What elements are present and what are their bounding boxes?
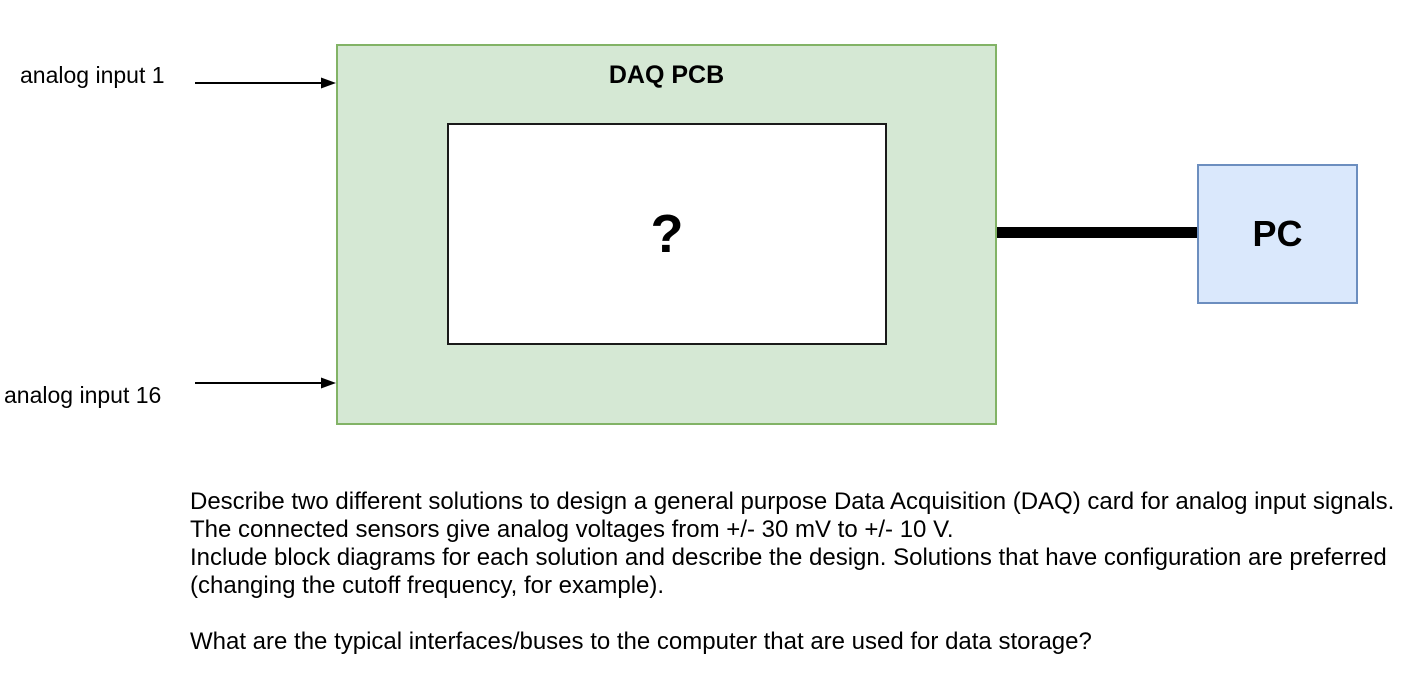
interfaces-question-line: What are the typical interfaces/buses to…	[190, 628, 1092, 655]
analog-input-16-label: analog input 16	[4, 382, 162, 408]
task-text-line: Include block diagrams for each solution…	[190, 544, 1387, 571]
task-text-line: The connected sensors give analog voltag…	[190, 516, 954, 543]
question-mark-symbol: ?	[650, 204, 684, 264]
task-text-line: (changing the cutoff frequency, for exam…	[190, 572, 665, 599]
paragraph-spacer	[190, 600, 1415, 628]
task-description-text: Describe two different solutions to desi…	[190, 488, 1415, 656]
unknown-block-box: ?	[447, 123, 887, 345]
pc-box: PC	[1197, 164, 1358, 304]
task-text-line: Describe two different solutions to desi…	[190, 488, 1395, 515]
analog-input-1-arrow-icon	[195, 77, 336, 89]
analog-input-1-label: analog input 1	[20, 62, 165, 88]
daq-pcb-title: DAQ PCB	[608, 61, 725, 89]
daq-to-pc-bus-connector	[997, 227, 1197, 238]
pc-label: PC	[1252, 213, 1303, 254]
analog-input-16-arrow-icon	[195, 377, 336, 389]
